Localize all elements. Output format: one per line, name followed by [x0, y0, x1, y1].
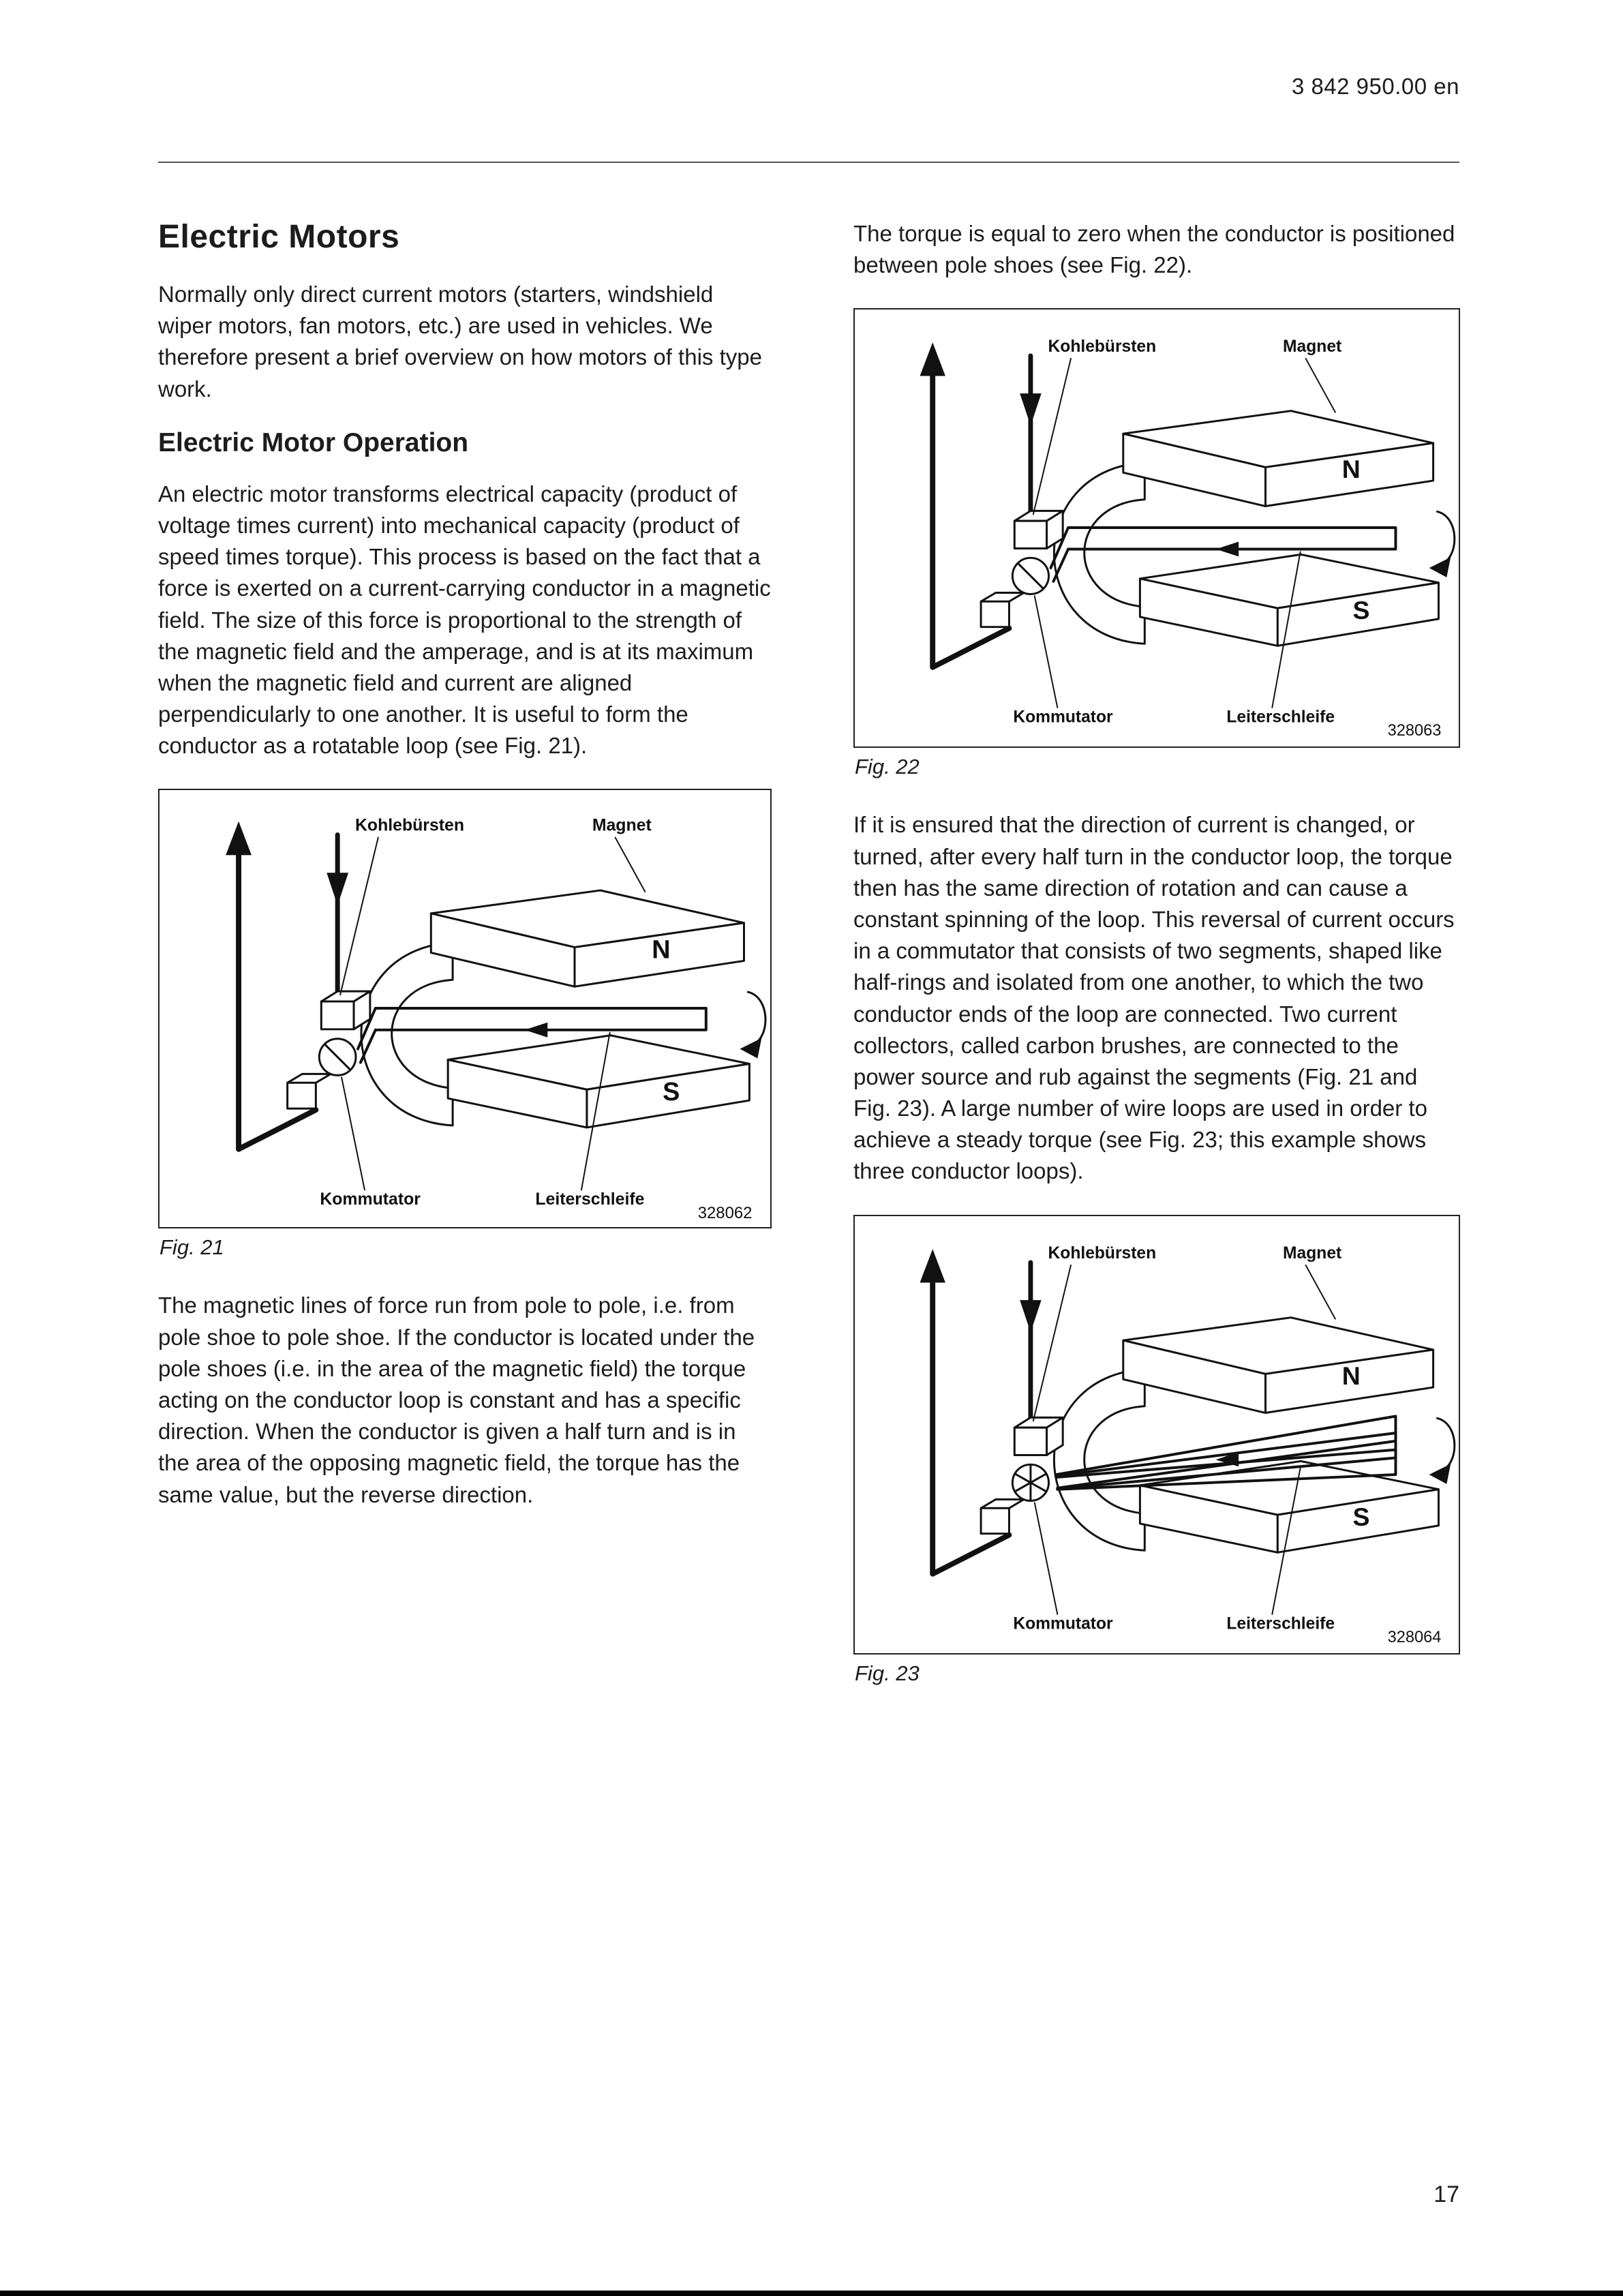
figure-21: Kohlebürsten Magnet N S Kommutator Leite… — [158, 789, 772, 1229]
label-kohlebuersten: Kohlebürsten — [1048, 337, 1157, 356]
magnet-pole-south — [446, 1034, 750, 1129]
label-leiterschleife: Leiterschleife — [1226, 1614, 1335, 1633]
rotation-arrow — [1436, 511, 1456, 567]
current-arrow-up-icon — [920, 342, 945, 376]
current-arrow-up-icon — [226, 821, 252, 856]
figure-22: Kohlebürsten Magnet N S Kommutator Leite… — [853, 308, 1460, 749]
leader-lines — [1032, 1264, 1336, 1615]
label-north-pole: N — [1342, 1361, 1361, 1390]
motor-diagram: Kohlebürsten Magnet N S Kommutator Leite… — [226, 817, 767, 1223]
label-leiterschleife: Leiterschleife — [535, 1191, 644, 1209]
label-magnet: Magnet — [592, 817, 652, 835]
carbon-brush-bottom — [286, 1073, 332, 1111]
label-kohlebuersten: Kohlebürsten — [355, 817, 464, 835]
rotation-arrow-head-icon — [1429, 557, 1451, 578]
left-column: Electric Motors Normally only direct cur… — [158, 218, 772, 1534]
right-column: The torque is equal to zero when the con… — [853, 218, 1460, 1716]
leader-lines — [339, 837, 646, 1191]
commutator-shape — [1011, 557, 1050, 596]
label-north-pole: N — [652, 936, 670, 965]
scan-edge-artifact — [0, 2291, 1623, 2296]
figure-21-caption: Fig. 21 — [160, 1235, 224, 1260]
current-arrow-up-icon — [920, 1248, 945, 1283]
magnet-pole-north — [1122, 1316, 1435, 1414]
body-paragraph-motor-operation: An electric motor transforms electrical … — [158, 481, 771, 759]
body-paragraph-commutator: If it is ensured that the direction of c… — [853, 812, 1455, 1184]
body-paragraph-torque-zero: The torque is equal to zero when the con… — [853, 221, 1455, 278]
circuit-wire-left — [930, 371, 1012, 671]
page-number: 17 — [1434, 2181, 1459, 2207]
figure-22-art: Kohlebürsten Magnet N S Kommutator Leite… — [855, 309, 1459, 746]
loop-current-arrow-icon — [524, 1023, 548, 1038]
carbon-brush-top — [1013, 1416, 1064, 1456]
rotation-arrow-head-icon — [1429, 1463, 1451, 1484]
figure-drawing-number: 328064 — [1388, 1629, 1442, 1646]
magnet-pole-north — [429, 890, 745, 988]
commutator-shape — [1011, 1463, 1050, 1502]
label-south-pole: S — [1352, 596, 1369, 624]
carbon-brush-top — [1013, 510, 1064, 550]
current-arrow-down-icon — [1020, 1299, 1042, 1332]
label-north-pole: N — [1342, 455, 1361, 484]
carbon-brush-bottom — [980, 1498, 1025, 1535]
section-heading: Electric Motor Operation — [158, 427, 469, 457]
motor-diagram: Kohlebürsten Magnet N S Kommutator Leite… — [920, 337, 1456, 740]
figure-21-art: Kohlebürsten Magnet N S Kommutator Leite… — [160, 790, 770, 1227]
figure-22-caption: Fig. 22 — [855, 755, 920, 779]
loop-current-arrow-icon — [1215, 1451, 1239, 1466]
current-arrow-down-icon — [327, 873, 349, 906]
magnet-pole-north — [1122, 410, 1435, 508]
label-magnet: Magnet — [1283, 1244, 1341, 1263]
leader-lines — [1032, 358, 1336, 709]
motor-diagram-three-loops: Kohlebürsten Magnet N S Kommutator Leite… — [920, 1244, 1456, 1646]
conductor-loops-three — [1055, 1415, 1397, 1491]
label-kommutator: Kommutator — [1013, 708, 1113, 727]
label-south-pole: S — [663, 1078, 680, 1107]
diagram-labels: Kohlebürsten Magnet N S Kommutator Leite… — [1013, 337, 1441, 740]
figure-drawing-number: 328063 — [1388, 723, 1442, 740]
label-kommutator: Kommutator — [1013, 1614, 1113, 1633]
intro-paragraph: Normally only direct current motors (sta… — [158, 282, 762, 402]
label-leiterschleife: Leiterschleife — [1226, 708, 1335, 727]
figure-drawing-number: 328062 — [698, 1205, 753, 1223]
rotation-arrow — [746, 991, 767, 1048]
label-magnet: Magnet — [1283, 337, 1341, 356]
commutator-shape — [318, 1038, 357, 1077]
label-kohlebuersten: Kohlebürsten — [1048, 1244, 1157, 1263]
figure-23-art: Kohlebürsten Magnet N S Kommutator Leite… — [855, 1216, 1459, 1653]
document-number: 3 842 950.00 en — [1291, 74, 1459, 99]
label-kommutator: Kommutator — [320, 1191, 421, 1209]
magnet-yoke — [1053, 1368, 1146, 1552]
diagram-labels: Kohlebürsten Magnet N S Kommutator Leite… — [1013, 1244, 1441, 1646]
carbon-brush-top — [320, 991, 371, 1031]
diagram-labels: Kohlebürsten Magnet N S Kommutator Leite… — [320, 817, 752, 1222]
circuit-wire-left — [930, 1277, 1012, 1577]
figure-23: Kohlebürsten Magnet N S Kommutator Leite… — [853, 1214, 1460, 1655]
current-arrow-down-icon — [1020, 393, 1042, 426]
rotation-arrow — [1436, 1417, 1456, 1473]
body-paragraph-magnetic-lines: The magnetic lines of force run from pol… — [158, 1293, 755, 1507]
rotation-arrow-head-icon — [740, 1038, 762, 1059]
circuit-wire-left — [236, 849, 319, 1153]
label-south-pole: S — [1352, 1502, 1369, 1531]
loop-current-arrow-icon — [1215, 542, 1239, 557]
header-divider — [158, 162, 1459, 163]
page-title: Electric Motors — [158, 219, 400, 255]
figure-23-caption: Fig. 23 — [855, 1661, 920, 1685]
carbon-brush-bottom — [980, 592, 1025, 629]
magnet-pole-south — [1138, 554, 1440, 648]
